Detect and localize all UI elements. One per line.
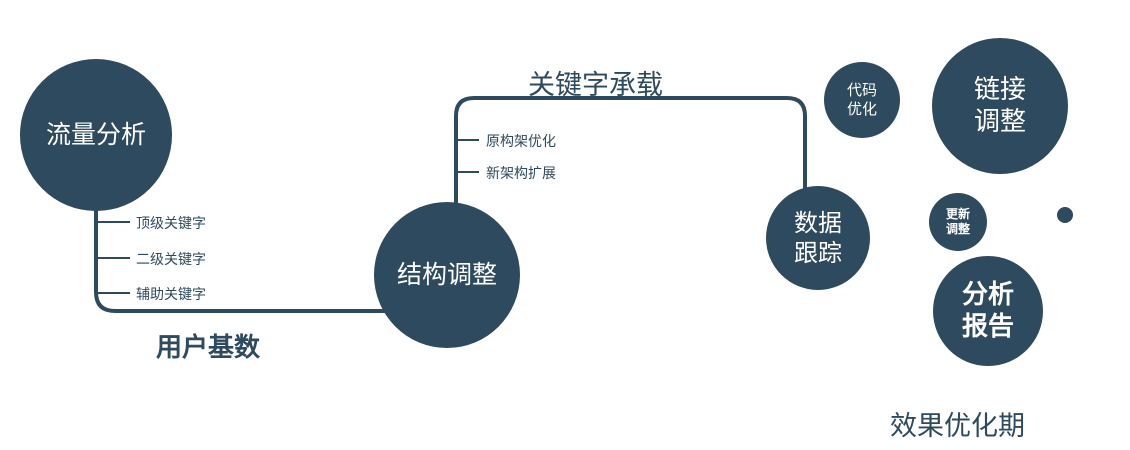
node-label-line1: 代码 (846, 81, 877, 100)
node-analysis-report: 分析 报告 (933, 256, 1043, 366)
branch-tick-marks (96, 139, 479, 294)
node-label-line2: 调整 (973, 107, 1026, 137)
branch-label-second-keywords: 二级关键字 (136, 252, 206, 268)
node-data-tracking: 数据 跟踪 (766, 186, 870, 290)
node-label-line2: 优化 (846, 100, 877, 118)
node-label-line1: 分析 (961, 279, 1014, 310)
node-label: 流量分析 (45, 120, 146, 150)
connector-structure-to-datatracking (454, 96, 807, 245)
branch-label-original-architecture: 原构架优化 (486, 134, 556, 150)
branch-label-new-architecture: 新架构扩展 (486, 166, 556, 182)
branch-label-top-keywords: 顶级关键字 (136, 216, 206, 232)
node-label: 结构调整 (396, 260, 497, 290)
node-label-line2: 调整 (945, 222, 970, 236)
edge-label-keyword-carrying: 关键字承载 (528, 70, 663, 101)
edge-label-user-base: 用户基数 (156, 333, 261, 363)
node-label-line2: 报告 (961, 312, 1014, 342)
node-code-optimization: 代码 优化 (824, 62, 900, 138)
node-label-line1: 数据 (794, 209, 842, 237)
node-update-adjustment: 更新 调整 (929, 193, 987, 251)
node-label-line2: 跟踪 (794, 239, 842, 267)
node-traffic-analysis: 流量分析 (20, 59, 172, 211)
node-label-line1: 链接 (973, 74, 1026, 105)
node-structure-adjustment: 结构调整 (374, 202, 520, 348)
branch-label-auxiliary-keywords: 辅助关键字 (136, 287, 206, 303)
node-label-line1: 更新 (945, 207, 970, 221)
footer-label-effect-optimization-period: 效果优化期 (890, 411, 1025, 442)
node-link-adjustment: 链接 调整 (932, 38, 1068, 174)
node-small-dot (1057, 207, 1073, 223)
